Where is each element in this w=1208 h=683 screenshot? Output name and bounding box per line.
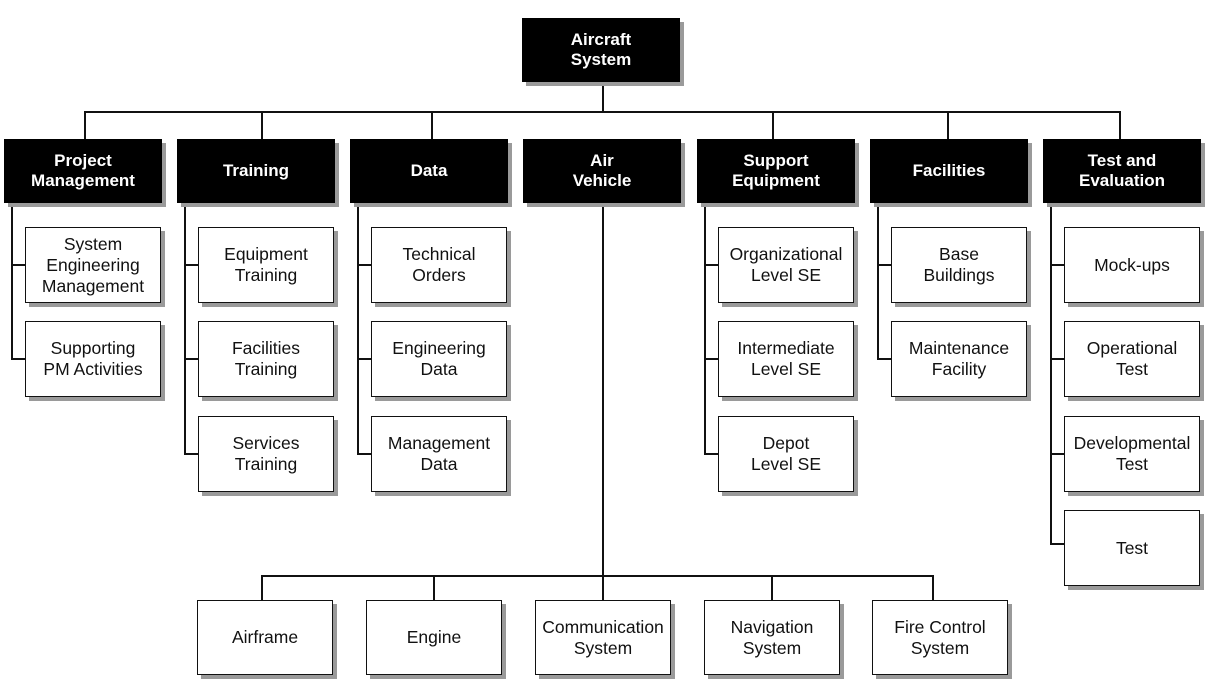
branch-node-support-equipment: Support Equipment (697, 139, 855, 203)
child-node: Supporting PM Activities (25, 321, 161, 397)
connector-line (184, 453, 199, 455)
connector-line (261, 575, 934, 577)
child-node: Fire Control System (872, 600, 1008, 675)
child-node: Intermediate Level SE (718, 321, 854, 397)
connector-line (184, 358, 199, 360)
child-node: Management Data (371, 416, 507, 492)
root-node: Aircraft System (522, 18, 680, 82)
connector-line (771, 575, 773, 600)
connector-line (704, 453, 719, 455)
child-node: Mock-ups (1064, 227, 1200, 303)
connector-line (357, 203, 359, 454)
connector-line (184, 264, 199, 266)
branch-node-training: Training (177, 139, 335, 203)
connector-line (1050, 358, 1065, 360)
connector-line (357, 453, 372, 455)
connector-line (704, 358, 719, 360)
child-node: Maintenance Facility (891, 321, 1027, 397)
connector-line (261, 575, 263, 600)
child-node: Communication System (535, 600, 671, 675)
connector-line (1050, 203, 1052, 544)
connector-line (877, 203, 879, 359)
connector-line (1050, 543, 1065, 545)
connector-line (357, 264, 372, 266)
branch-node-data: Data (350, 139, 508, 203)
branch-node-air-vehicle: Air Vehicle (523, 139, 681, 203)
child-node: Operational Test (1064, 321, 1200, 397)
child-node: Services Training (198, 416, 334, 492)
child-node: Technical Orders (371, 227, 507, 303)
connector-line (1050, 264, 1065, 266)
child-node: Facilities Training (198, 321, 334, 397)
child-node: Depot Level SE (718, 416, 854, 492)
connector-line (261, 111, 263, 139)
child-node: Engine (366, 600, 502, 675)
child-node: Organizational Level SE (718, 227, 854, 303)
connector-line (877, 358, 892, 360)
branch-node-project-management: Project Management (4, 139, 162, 203)
connector-line (84, 111, 1120, 113)
connector-line (877, 264, 892, 266)
connector-line (11, 264, 26, 266)
branch-node-test-and-evaluation: Test and Evaluation (1043, 139, 1201, 203)
connector-line (932, 575, 934, 600)
connector-line (431, 111, 433, 139)
connector-line (433, 575, 435, 600)
connector-line (704, 203, 706, 454)
child-node: Developmental Test (1064, 416, 1200, 492)
child-node: Base Buildings (891, 227, 1027, 303)
connector-line (704, 264, 719, 266)
connector-line (602, 83, 604, 112)
connector-line (184, 203, 186, 454)
connector-line (602, 203, 604, 576)
connector-line (1119, 111, 1121, 139)
child-node: Equipment Training (198, 227, 334, 303)
connector-line (357, 358, 372, 360)
connector-line (602, 575, 604, 600)
connector-line (947, 111, 949, 139)
connector-line (772, 111, 774, 139)
connector-line (84, 111, 86, 139)
child-node: Test (1064, 510, 1200, 586)
child-node: Engineering Data (371, 321, 507, 397)
connector-line (11, 358, 26, 360)
child-node: System Engineering Management (25, 227, 161, 303)
connector-line (11, 203, 13, 359)
child-node: Navigation System (704, 600, 840, 675)
branch-node-facilities: Facilities (870, 139, 1028, 203)
child-node: Airframe (197, 600, 333, 675)
connector-line (1050, 453, 1065, 455)
